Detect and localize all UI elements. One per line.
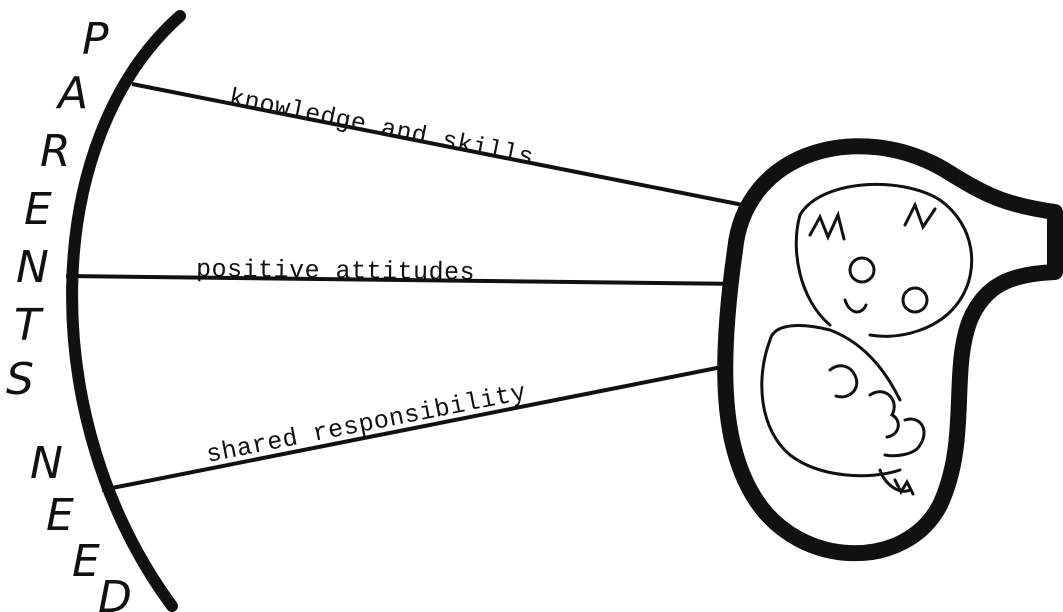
heading-letter: A <box>55 68 88 119</box>
arm-label-knowledge: knowledge and skills <box>226 83 536 172</box>
arm-line-knowledge <box>131 82 749 208</box>
heading-letter: T <box>14 300 44 351</box>
arm-label-attitudes: positive attitudes <box>196 255 475 287</box>
parents-arc <box>66 10 186 612</box>
fetus-in-womb-drawing-icon <box>760 182 974 496</box>
arm-line-attitudes <box>65 274 747 286</box>
heading-letter: D <box>98 572 132 612</box>
heading-letter: E <box>24 184 52 235</box>
heading-letter: E <box>72 536 100 587</box>
heading-letter: N <box>16 242 49 293</box>
womb-outline <box>717 138 1063 562</box>
heading-letter: S <box>6 354 34 405</box>
heading-letter: R <box>40 126 71 177</box>
heading-letter: E <box>46 490 74 541</box>
heading-letter: N <box>30 438 63 489</box>
heading-letter: P <box>82 14 109 65</box>
arm-line-responsibility <box>101 365 723 492</box>
arm-label-responsibility: shared responsibility <box>204 378 529 470</box>
womb-figure <box>717 138 1063 562</box>
